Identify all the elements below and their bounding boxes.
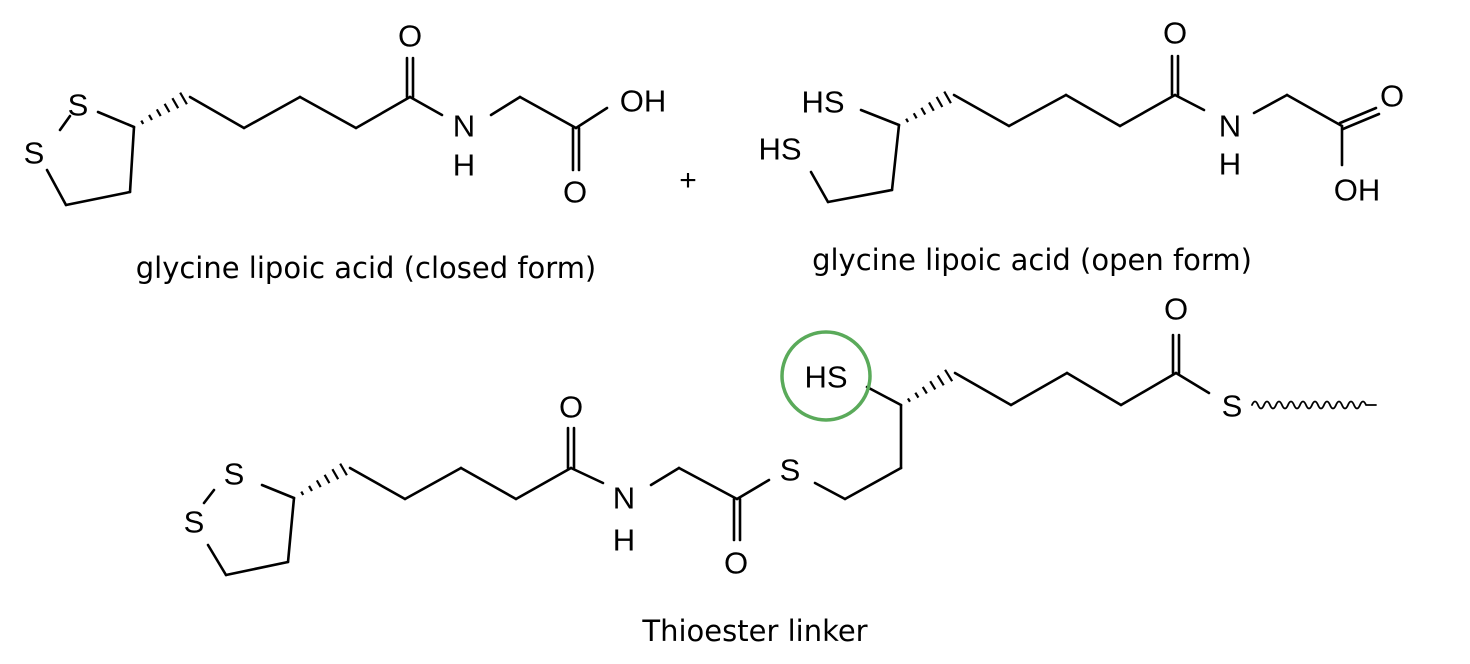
hash-stroke [171, 97, 180, 109]
atom-sulfur: S [68, 88, 89, 123]
atom-oxygen: O [1164, 292, 1188, 327]
hash-stroke [914, 392, 920, 399]
hash-stroke [920, 107, 927, 116]
molecule-open-form: HS HS O N H O OH glycine lipoic acid (op… [758, 16, 1404, 278]
hash-stroke [936, 374, 945, 386]
atom-thiol: HS [758, 132, 801, 167]
hash-stroke [935, 96, 944, 108]
hash-stroke [155, 108, 162, 117]
bonds-closed-form [45, 56, 609, 207]
bonds-thioester-linker [202, 333, 1211, 577]
caption-thioester-linker: Thioester linker [641, 614, 867, 648]
hash-stroke [140, 119, 145, 125]
atom-sulfur: S [24, 136, 45, 171]
hash-stroke [929, 380, 937, 390]
atom-hydroxyl: OH [620, 84, 667, 119]
hashed-wedge-bond [140, 92, 188, 125]
atom-hydrogen: H [1219, 147, 1241, 182]
hash-stroke [308, 485, 313, 492]
atom-nitrogen: N [1219, 109, 1241, 144]
caption-open-form: glycine lipoic acid (open form) [812, 243, 1252, 277]
hashed-wedge-bond [905, 91, 952, 123]
hash-stroke [905, 118, 910, 123]
atom-nitrogen: N [613, 481, 635, 516]
hash-stroke [944, 369, 954, 382]
atom-nitrogen: N [453, 109, 475, 144]
atom-oxygen: O [1163, 16, 1187, 51]
atom-thiol: HS [801, 85, 844, 120]
hash-stroke [300, 490, 305, 496]
hash-stroke [912, 112, 918, 119]
wavy-attachment-bond [1251, 400, 1377, 410]
atom-oxygen: O [724, 546, 748, 581]
hash-stroke [943, 91, 952, 104]
atom-oxygen: O [559, 390, 583, 425]
hash-stroke [331, 468, 340, 480]
hash-stroke [163, 103, 171, 113]
atom-sulfur: S [780, 453, 801, 488]
hash-stroke [921, 386, 928, 395]
atom-hydrogen: H [453, 148, 475, 183]
hash-stroke [323, 474, 331, 484]
atom-thiol-highlighted: HS [804, 360, 847, 395]
hashed-wedge-bond [906, 369, 954, 403]
atom-hydroxyl: OH [1334, 173, 1381, 208]
molecule-closed-form: S S O N H OH O glycine lipoic acid (clos… [24, 19, 667, 286]
hash-stroke [928, 101, 935, 112]
hash-stroke [315, 479, 322, 488]
hash-stroke [906, 397, 911, 403]
plus-sign: + [679, 164, 697, 197]
atom-oxygen: O [1380, 79, 1404, 114]
atom-oxygen: O [563, 175, 587, 210]
caption-closed-form: glycine lipoic acid (closed form) [136, 251, 597, 285]
atom-sulfur: S [1222, 389, 1243, 424]
hash-stroke [179, 92, 188, 105]
hash-stroke [148, 114, 153, 121]
hashed-wedge-bond [300, 463, 348, 496]
atom-oxygen: O [398, 19, 422, 54]
atom-sulfur: S [224, 457, 245, 492]
highlight-circle [780, 330, 872, 422]
atom-sulfur: S [184, 505, 205, 540]
atom-hydrogen: H [613, 523, 635, 558]
molecule-thioester-linker: S S O N H O S HS O S Thioester linker [184, 292, 1377, 648]
bonds-open-form [809, 54, 1381, 204]
hash-stroke [339, 463, 348, 476]
